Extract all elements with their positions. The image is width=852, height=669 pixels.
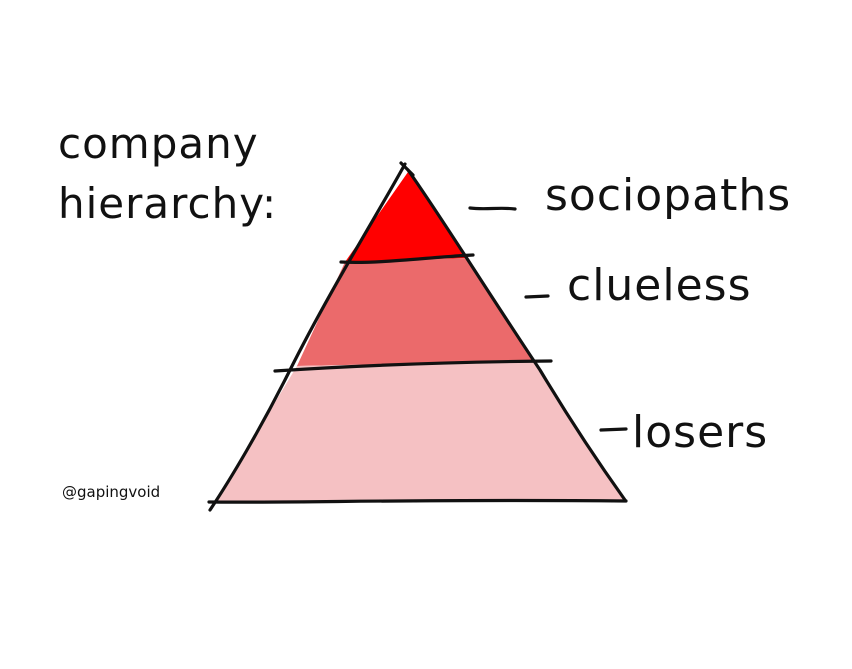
pyramid-base-line [207, 498, 628, 504]
level-dash-losers [599, 427, 628, 432]
title-line-1: company [58, 119, 259, 168]
title-line-2: hierarchy: [58, 179, 277, 228]
pyramid-left-edge [208, 162, 407, 512]
level-dash-sociopaths [468, 206, 517, 211]
level-dash-clueless [524, 294, 550, 299]
credit-handle: @gapingvoid [62, 483, 160, 501]
tier-middle-clueless [297, 258, 535, 366]
tier-bottom-losers [214, 361, 624, 503]
level-label-clueless: clueless [567, 260, 752, 311]
pyramid-apex-tick [399, 161, 415, 177]
divider-line-upper [339, 253, 475, 264]
level-label-sociopaths: sociopaths [545, 170, 791, 221]
divider-line-lower [273, 359, 553, 373]
level-label-losers: losers [632, 407, 768, 458]
tier-top-sociopaths [345, 172, 468, 262]
